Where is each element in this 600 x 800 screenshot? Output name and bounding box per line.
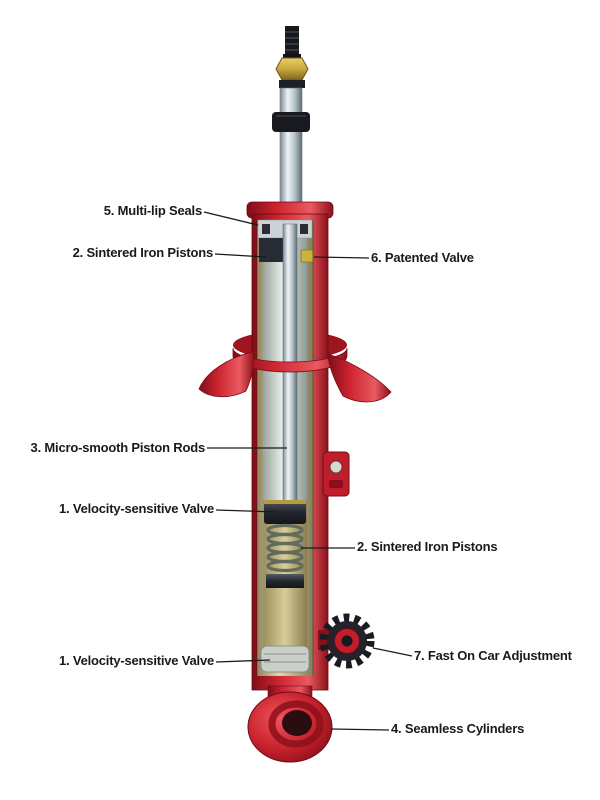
chrome-rod	[279, 87, 303, 219]
upper-piston	[259, 238, 283, 262]
leader-valve-bottom	[215, 659, 271, 663]
label-micro-smooth-piston-rods: 3. Micro-smooth Piston Rods	[30, 440, 206, 455]
seat-wing-left	[198, 351, 255, 398]
mid-piston	[264, 500, 306, 524]
patented-valve-part	[300, 249, 314, 263]
label-sintered-iron-pistons-mid: 2. Sintered Iron Pistons	[357, 539, 498, 554]
bottom-eyelet	[247, 685, 333, 763]
leader-valve-mid	[215, 509, 278, 513]
leader-cylinders	[330, 728, 390, 731]
spring-seat	[198, 347, 392, 403]
label-velocity-sensitive-valve-mid: 1. Velocity-sensitive Valve	[58, 501, 214, 516]
label-sintered-iron-pistons-top: 2. Sintered Iron Pistons	[72, 245, 214, 260]
hex-nut	[275, 57, 309, 81]
base-valve	[260, 645, 310, 673]
washer	[279, 80, 305, 88]
mount-bracket	[322, 451, 350, 497]
seat-wing-right	[327, 353, 392, 403]
leader-multi-lip-seals	[203, 211, 259, 226]
coil-spring	[266, 523, 304, 573]
leader-patented-valve	[313, 256, 370, 259]
leader-adjustment	[372, 647, 413, 657]
cylinder-body	[246, 201, 334, 691]
lower-piston	[266, 574, 304, 588]
label-seamless-cylinders: 4. Seamless Cylinders	[391, 721, 525, 736]
leader-lines	[203, 211, 413, 731]
label-velocity-sensitive-valve-bottom: 1. Velocity-sensitive Valve	[58, 653, 214, 668]
label-patented-valve: 6. Patented Valve	[371, 250, 474, 265]
label-fast-on-car-adjustment: 7. Fast On Car Adjustment	[414, 648, 572, 663]
threaded-stud	[285, 26, 299, 56]
bump-collar	[272, 112, 310, 132]
piston-rod-top	[272, 26, 310, 219]
label-multi-lip-seals: 5. Multi-lip Seals	[103, 203, 202, 218]
leader-pistons-top	[214, 253, 267, 258]
adjustment-knob	[318, 613, 375, 669]
